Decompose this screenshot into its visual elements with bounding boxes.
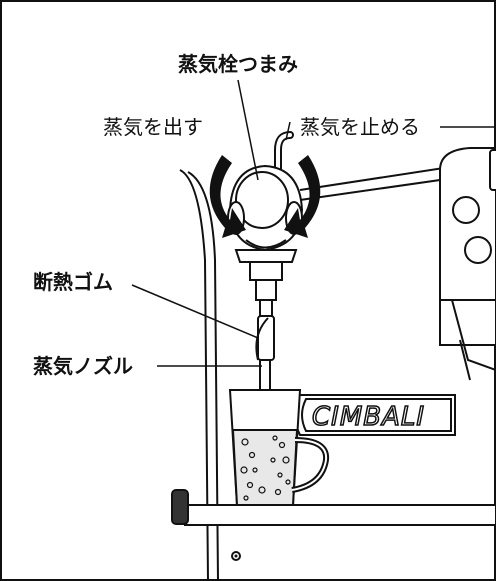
milk-bubbles (240, 435, 291, 501)
side-knob (171, 489, 189, 525)
label-insulation-rubber: 断熱ゴム (33, 270, 113, 294)
label-steam-knob: 蒸気栓つまみ (178, 52, 298, 76)
insulation-rubber (257, 315, 275, 361)
brand-name: CIMBALI (312, 402, 425, 432)
leader-lines (131, 79, 496, 367)
screw-icon (231, 551, 241, 561)
display-screen (489, 149, 496, 191)
glass (228, 389, 330, 506)
cup-button-1 (452, 196, 480, 224)
label-steam-nozzle: 蒸気ノズル (33, 354, 133, 378)
label-steam-on: 蒸気を出す (103, 115, 203, 139)
rotation-arrows (209, 155, 321, 238)
control-panel (439, 147, 496, 381)
label-steam-off: 蒸気を止める (300, 115, 420, 139)
steam-knob (227, 164, 304, 263)
cup-button-2 (464, 236, 492, 264)
drip-tray (171, 489, 496, 526)
